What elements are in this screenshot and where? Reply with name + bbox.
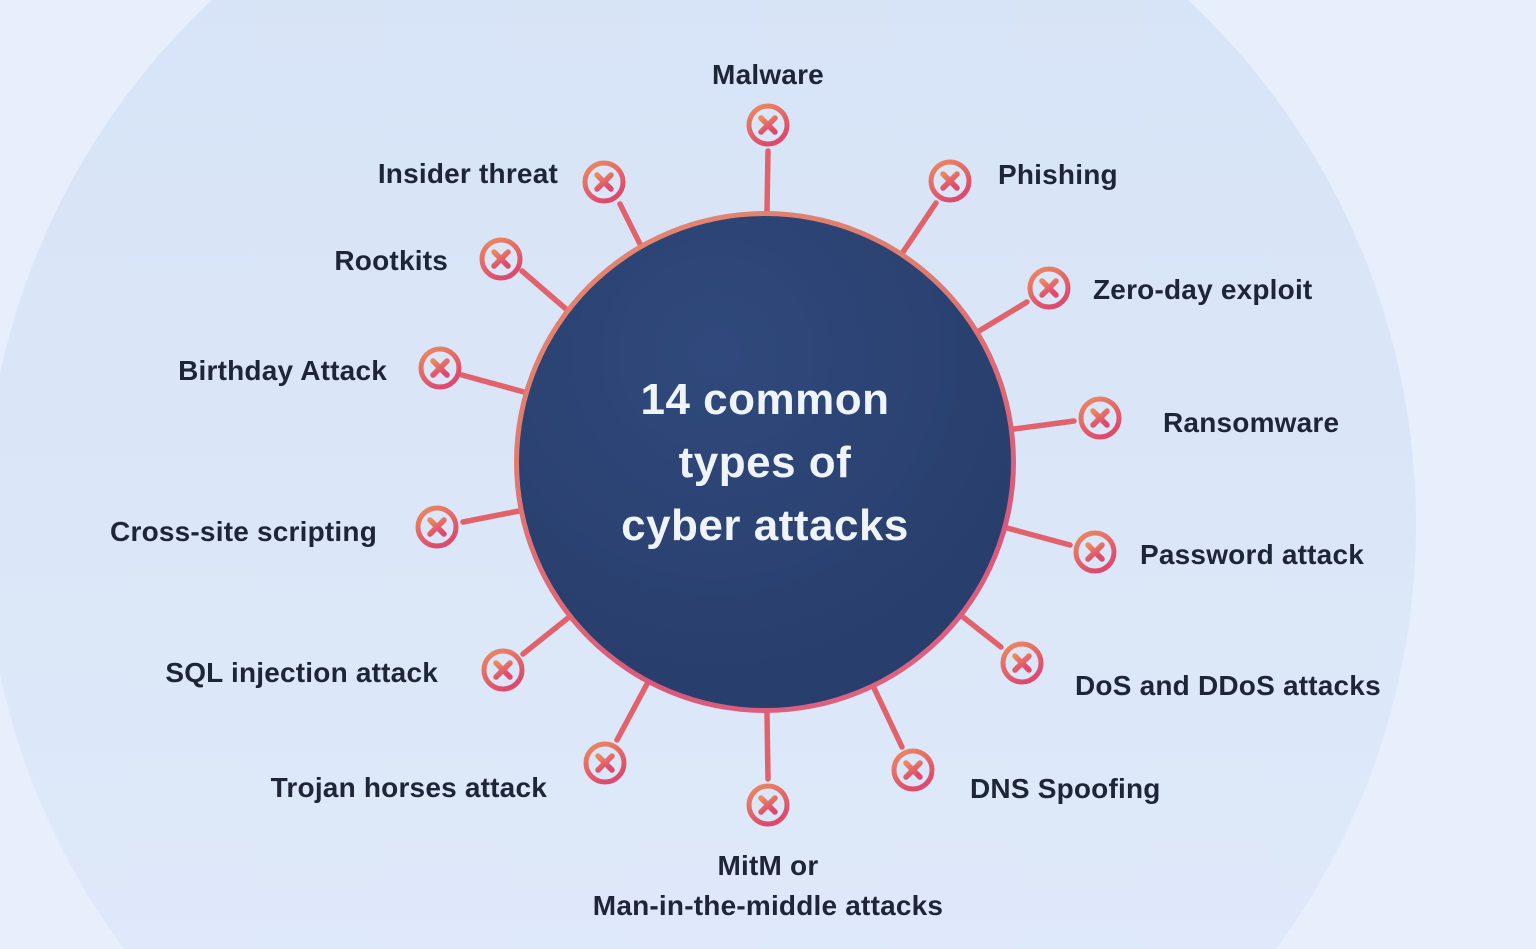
spoke-line-password-attack [1004,525,1073,548]
attack-node-mitm-attacks [745,782,791,828]
x-circle-icon [583,741,627,785]
attack-label-dns-spoofing: DNS Spoofing [970,773,1161,804]
x-circle-icon [479,237,523,281]
spoke-line-zero-day-exploit [976,299,1030,334]
x-circle-icon [1000,641,1044,685]
attack-node-insider-threat [581,159,627,205]
attack-label-birthday-attack: Birthday Attack [178,355,387,386]
spoke-line-birthday-attack [459,372,527,395]
x-circle-icon [418,346,462,390]
x-circle-icon [1078,396,1122,440]
x-circle-icon [1027,266,1071,310]
attack-label-malware: Malware [712,59,824,90]
x-circle-icon [1073,530,1117,574]
central-circle-fill: 14 common types of cyber attacks [519,216,1011,708]
x-circle-icon [481,648,525,692]
attack-node-cross-site-scripting [414,504,460,550]
attack-label-password-attack: Password attack [1140,539,1364,570]
attack-node-sql-injection-attack [480,647,526,693]
attack-node-dns-spoofing [890,747,936,793]
attack-node-rootkits [478,236,524,282]
spoke-line-cross-site-scripting [460,508,522,525]
attack-node-password-attack [1072,529,1118,575]
spoke-line-insider-threat [617,201,643,247]
diagram-title: 14 common types of cyber attacks [621,368,909,557]
x-circle-icon [928,159,972,203]
spoke-line-dos-ddos-attacks [960,614,1004,650]
attack-label-phishing: Phishing [998,159,1118,190]
spoke-line-malware [764,148,771,214]
attack-label-trojan-horses-attack: Trojan horses attack [270,772,547,803]
attack-label-dos-ddos-attacks: DoS and DDoS attacks [1075,670,1381,701]
spoke-line-trojan-horses-attack [614,681,650,743]
diagram-title-line-3: cyber attacks [621,500,909,550]
attack-label-sql-injection-attack: SQL injection attack [165,657,438,688]
attack-label-insider-threat: Insider threat [377,158,558,189]
attack-node-phishing [927,158,973,204]
spoke-line-dns-spoofing [871,685,905,750]
attack-label-rootkits: Rootkits [334,245,448,276]
attack-node-dos-ddos-attacks [999,640,1045,686]
attack-node-trojan-horses-attack [582,740,628,786]
spoke-line-sql-injection-attack [520,615,571,657]
attack-node-malware [745,102,791,148]
attack-node-zero-day-exploit [1026,265,1072,311]
x-circle-icon [582,160,626,204]
spoke-line-mitm-attacks [764,710,771,782]
x-circle-icon [415,505,459,549]
spoke-line-phishing [900,200,939,255]
attack-node-birthday-attack [417,345,463,391]
spoke-line-rootkits [519,268,569,312]
attack-label-mitm-attacks: MitM or Man-in-the-middle attacks [592,850,944,921]
attack-label-ransomware: Ransomware [1163,407,1340,438]
x-circle-icon [746,783,790,827]
spoke-line-ransomware [1011,418,1077,432]
diagram-title-line-1: 14 common [640,374,890,424]
attack-node-ransomware [1077,395,1123,441]
central-circle: 14 common types of cyber attacks [514,211,1016,713]
diagram-title-line-2: types of [678,437,852,487]
x-circle-icon [746,103,790,147]
attack-label-cross-site-scripting: Cross-site scripting [110,516,377,547]
attack-label-zero-day-exploit: Zero-day exploit [1093,274,1313,305]
x-circle-icon [891,748,935,792]
